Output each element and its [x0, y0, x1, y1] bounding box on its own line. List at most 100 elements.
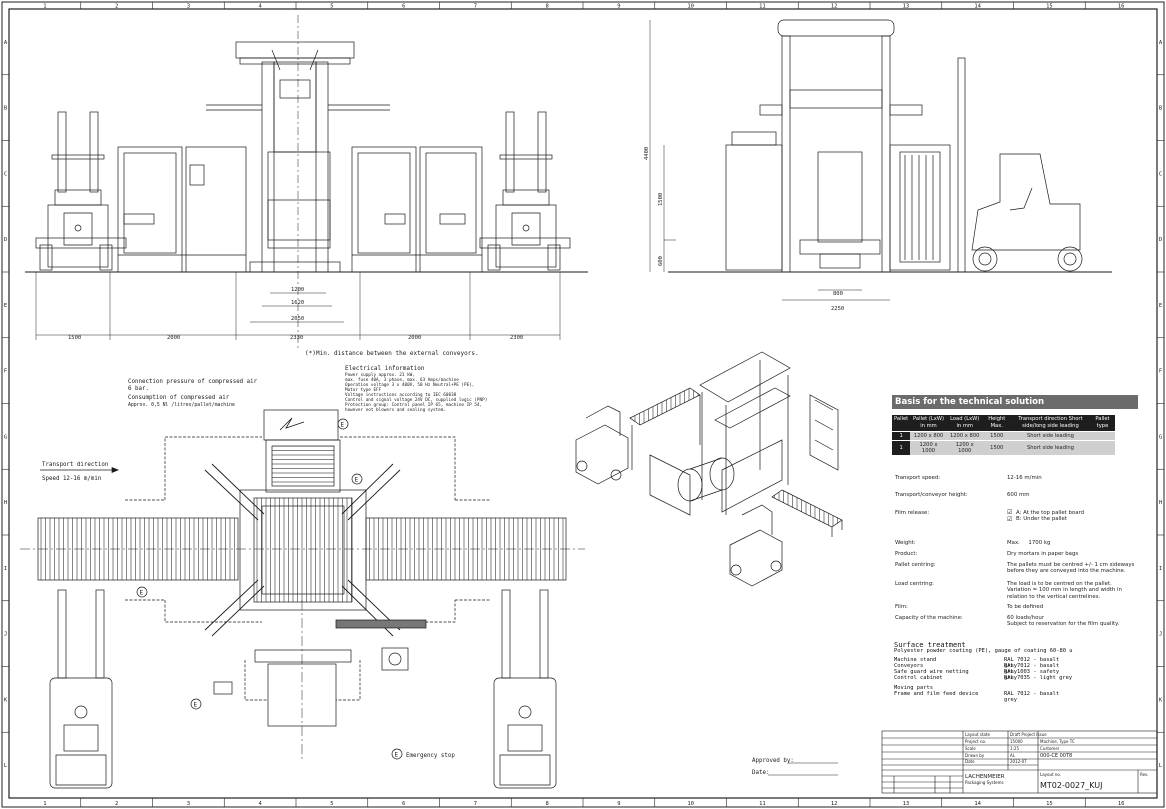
grid-label: 6: [402, 4, 405, 10]
emergency-stop-marker: E: [190, 698, 202, 710]
cell: [1089, 431, 1115, 441]
grid-label: 3: [187, 4, 190, 10]
grid-label: 1: [43, 4, 46, 10]
dim-label: 2250: [831, 306, 844, 312]
wrapper-tower-front: [206, 41, 390, 273]
guarding-left: [117, 146, 247, 273]
spec-panel: Basis for the technical solution Pallet …: [892, 395, 1138, 627]
date-label: Date:: [752, 770, 769, 776]
grid-label: C: [1159, 171, 1162, 177]
customer-label: Customer: [1040, 746, 1060, 751]
grid-label: F: [1159, 369, 1162, 375]
prop-value: 60 loads/hour Subject to reservation for…: [1007, 615, 1120, 628]
col-header: Height Max.: [982, 415, 1011, 432]
transport-direction-label: Transport direction: [42, 462, 108, 468]
dim-label: 800: [833, 291, 843, 297]
prop-label: Capacity of the machine:: [895, 615, 963, 621]
table-row: 1 1200 x 1000 1200 x 1000 1500 Short sid…: [892, 440, 1115, 455]
grid-label: B: [4, 106, 8, 112]
drawn-by-label: Drawn by: [965, 753, 985, 758]
approved-by-label: Approved by:: [752, 758, 794, 764]
compressed-air-title: Connection pressure of compressed air: [128, 379, 258, 385]
grid-label: C: [4, 171, 7, 177]
guarding-right: [351, 146, 483, 273]
emergency-legend: Emergency stop: [406, 753, 455, 759]
side-dimensions: [649, 20, 890, 301]
forklift-right-plan: [493, 589, 557, 789]
svg-text:E: E: [140, 590, 144, 597]
col-header: Pallet type: [1089, 415, 1115, 432]
grid-label: I: [4, 566, 7, 572]
electrical-line: Protection group: Control panel IP 65, m…: [345, 402, 482, 408]
grid-label: H: [4, 500, 7, 506]
svg-text:E: E: [355, 477, 359, 484]
prop-label: Film:: [895, 604, 908, 610]
svg-text:E: E: [395, 752, 399, 759]
forklift-right-front: [487, 111, 561, 271]
grid-label: G: [4, 434, 7, 440]
electrical-line: Control and signal voltage 24V DC, suppl…: [345, 397, 487, 403]
footnote-marker: (*): [305, 350, 316, 357]
grid-label: 11: [759, 4, 766, 10]
scale-value: 1:25: [1010, 746, 1019, 751]
dim-label: 2050: [291, 316, 304, 322]
prop-label: Transport/conveyor height:: [895, 492, 968, 498]
grid-label: 2: [115, 4, 118, 10]
emergency-stop-marker: E: [391, 748, 403, 760]
emergency-stop-marker: E: [136, 586, 148, 598]
grid-label: I: [1159, 566, 1162, 572]
isometric-view: [575, 351, 843, 587]
company-name: LACHENMEIER: [965, 774, 1005, 780]
cell: Short side leading: [1010, 440, 1090, 455]
dim-label: 2300: [510, 335, 523, 341]
front-dim-labels: 1500 2000 2330 2000 2300 1200 1620 2050: [68, 287, 523, 341]
consumption-title: Consumption of compressed air: [128, 395, 230, 401]
grid-label: D: [4, 237, 7, 243]
consumption-value: Approx. 0,5 Nl /litres/pallet/machine: [128, 402, 235, 408]
grid-label: 4: [258, 801, 262, 807]
dim-label: 1200: [291, 287, 304, 293]
layout-state-value: Draft Project Issue: [1010, 732, 1047, 737]
machine-type: Machine, Type TC: [1040, 739, 1075, 744]
prop-value: 12-16 m/min: [1007, 475, 1042, 481]
grid-label: 11: [759, 801, 766, 807]
grid-label: A: [1159, 40, 1163, 46]
surface-item-value: RAL 7012 - basalt grey: [1004, 691, 1060, 703]
surface-item-value: RAL 7035 - light grey: [1004, 675, 1073, 681]
checkbox-icon: ☑: [1007, 509, 1013, 516]
grid-label: 7: [474, 4, 477, 10]
surface-treatment: Surface treatment Polyester powder coati…: [894, 642, 1073, 707]
grid-label: K: [4, 697, 8, 703]
grid-label: B: [1159, 106, 1163, 112]
project-no-label: Project no.: [965, 739, 986, 744]
surface-subtitle: Polyester powder coating (PE), gauge of …: [894, 648, 1073, 654]
prop-label: Pallet centring:: [895, 562, 936, 568]
grid-label: A: [4, 40, 8, 46]
table-row: 1 1200 x 800 1200 x 800 1500 Short side …: [892, 431, 1115, 441]
col-header: Pallet: [892, 415, 911, 432]
grid-label: E: [4, 303, 7, 309]
company-sub: Packaging Systems: [965, 780, 1004, 785]
surface-item-value: RAL 1003 - safety grey: [1004, 669, 1060, 681]
grid-label: 5: [330, 4, 333, 10]
grid-label: 16: [1118, 801, 1125, 807]
spec-title: Basis for the technical solution: [892, 395, 1138, 409]
grid-label: 10: [687, 801, 694, 807]
electrical-line: Power supply approx. 21 kW,: [345, 372, 415, 378]
grid-label: 15: [1046, 4, 1053, 10]
forklift-side: [957, 57, 1083, 273]
front-dimensions: [35, 272, 561, 340]
scale-label: Scale: [965, 746, 976, 751]
grid-label: 13: [903, 801, 910, 807]
prop-value: Dry mortars in paper bags: [1007, 551, 1079, 557]
date-field-label: Date: [965, 759, 975, 764]
dim-label: 1500: [68, 335, 81, 341]
grid-label: F: [4, 369, 7, 375]
grid-label: L: [1159, 763, 1163, 769]
electrical-line: Voltage instructions according to IEC 60…: [345, 392, 457, 398]
grid-label: 13: [903, 4, 910, 10]
electrical-line: Operation voltage 3 x 400V, 50 Hz Neutra…: [345, 382, 474, 388]
cell: [1089, 440, 1115, 455]
surface-item-label: Moving parts: [894, 685, 933, 691]
grid-label: 8: [545, 801, 548, 807]
